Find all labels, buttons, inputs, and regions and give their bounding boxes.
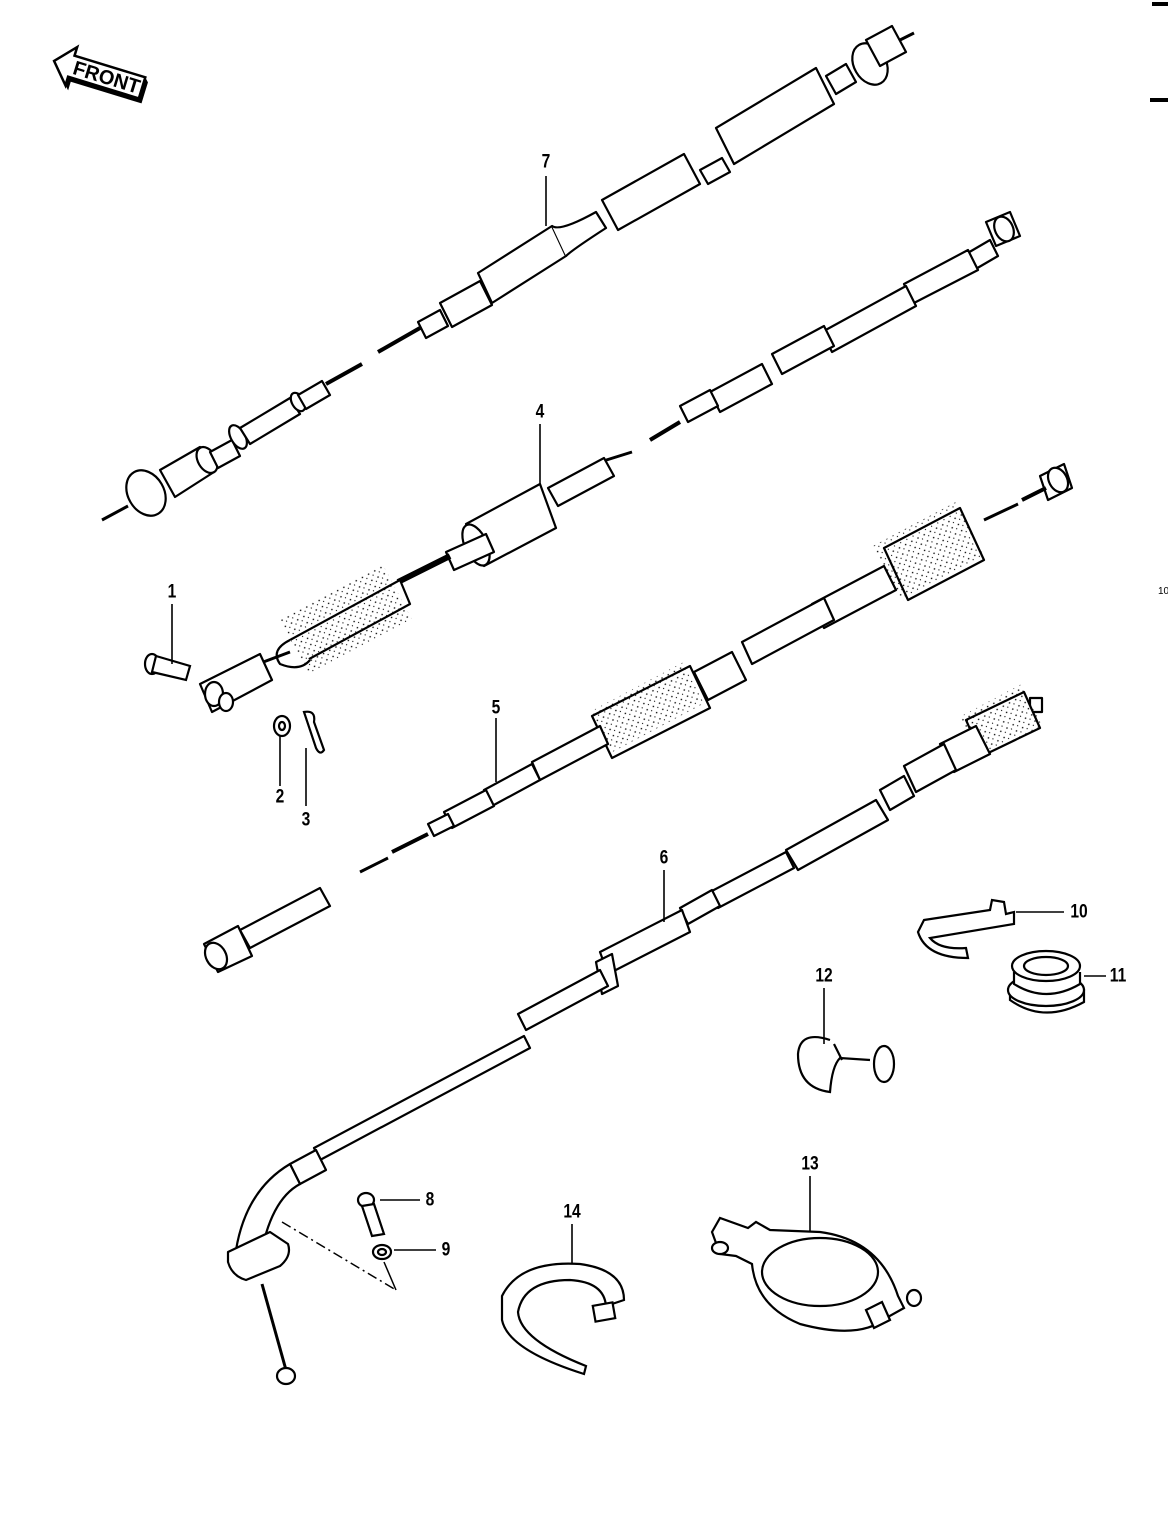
part-number-2: 2 [275, 786, 285, 808]
leader-lines [171, 176, 1106, 1264]
grommet-11-drawing [1006, 949, 1086, 1014]
part-number-14: 14 [563, 1201, 581, 1223]
part-number-12: 12 [815, 965, 833, 987]
fastener-leader-line [281, 1221, 397, 1291]
band-14-drawing [500, 1262, 626, 1376]
pin-washer-cotter-drawing [143, 652, 326, 754]
screw-washer-drawing [356, 1191, 393, 1261]
part-number-9: 9 [441, 1239, 451, 1261]
cable-5-drawing [202, 462, 1074, 974]
clamp-13-drawing [710, 1216, 923, 1332]
clip-10-drawing [916, 898, 1016, 960]
wire-clip-12-drawing [796, 1036, 896, 1094]
front-arrow-icon: FRONT [52, 44, 148, 104]
part-number-4: 4 [535, 401, 545, 423]
part-number-1: 1 [167, 581, 177, 603]
part-number-11: 11 [1109, 965, 1127, 987]
edge-marks [1150, 2, 1168, 102]
edge-text: 10 [1158, 586, 1168, 597]
fastener-leader-line-2 [383, 1261, 397, 1291]
part-number-7: 7 [541, 151, 551, 173]
cable-4-drawing [198, 210, 1022, 714]
part-number-10: 10 [1070, 901, 1088, 923]
cable-6-drawing [226, 684, 1044, 1386]
part-number-3: 3 [301, 809, 311, 831]
cable-7-drawing [101, 24, 915, 522]
part-number-5: 5 [491, 697, 501, 719]
part-number-8: 8 [425, 1189, 435, 1211]
part-number-6: 6 [659, 847, 669, 869]
part-number-13: 13 [801, 1153, 819, 1175]
